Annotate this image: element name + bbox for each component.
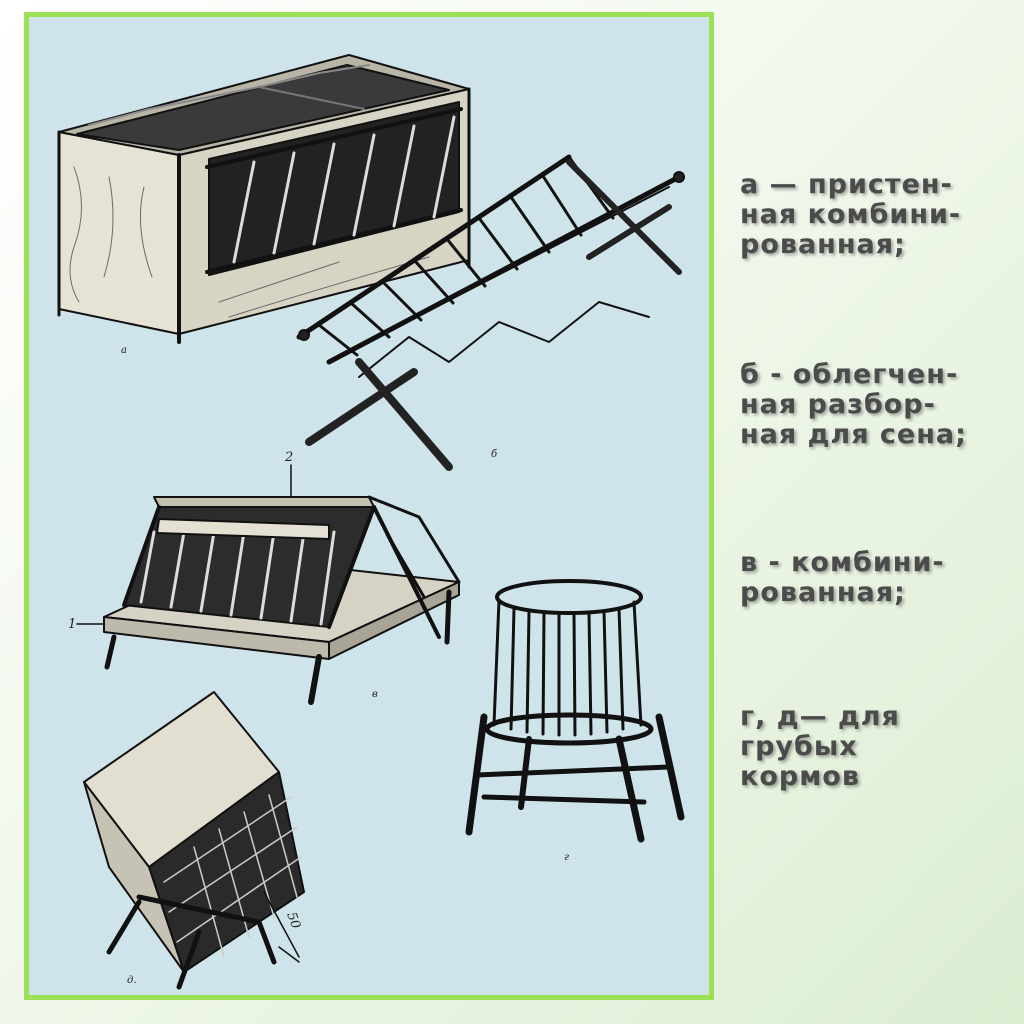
part-number-1: 1	[68, 617, 76, 632]
part-number-2: 2	[284, 450, 293, 465]
feeder-a-drawing	[57, 54, 471, 344]
feeder-d-drawing	[83, 691, 305, 990]
caption-line: г, д— для	[740, 701, 900, 732]
caption-b: б - облегчен- ная разбор- ная для сена;	[740, 360, 1010, 450]
caption-line: грубых	[740, 731, 858, 762]
caption-line: а — пристен-	[740, 169, 953, 200]
label-g: г	[564, 852, 569, 863]
feeder-g-drawing	[465, 579, 685, 843]
caption-line: ная для сена;	[740, 419, 967, 450]
dimension-50: 50	[283, 910, 303, 931]
label-a: а	[121, 345, 127, 356]
figure-panel: а б в г д. 1 2 50	[24, 12, 714, 1000]
label-d: д.	[127, 975, 137, 986]
caption-line: ная разбор-	[740, 389, 936, 420]
caption-line: в - комбини-	[740, 547, 945, 578]
caption-line: кормов	[740, 761, 860, 792]
caption-v: в - комбини- рованная;	[740, 548, 1010, 608]
feeders-illustration: а б в г д. 1 2 50	[57, 54, 685, 990]
caption-line: рованная;	[740, 229, 906, 260]
caption-line: б - облегчен-	[740, 359, 959, 390]
caption-line: ная комбини-	[740, 199, 962, 230]
label-b: б	[491, 449, 498, 460]
caption-g-d: г, д— для грубых кормов	[740, 702, 1010, 792]
feeder-b-drawing	[296, 154, 685, 471]
label-v: в	[372, 689, 378, 700]
caption-a: а — пристен- ная комбини- рованная;	[740, 170, 1010, 260]
feeder-v-drawing	[76, 464, 461, 705]
caption-line: рованная;	[740, 577, 906, 608]
